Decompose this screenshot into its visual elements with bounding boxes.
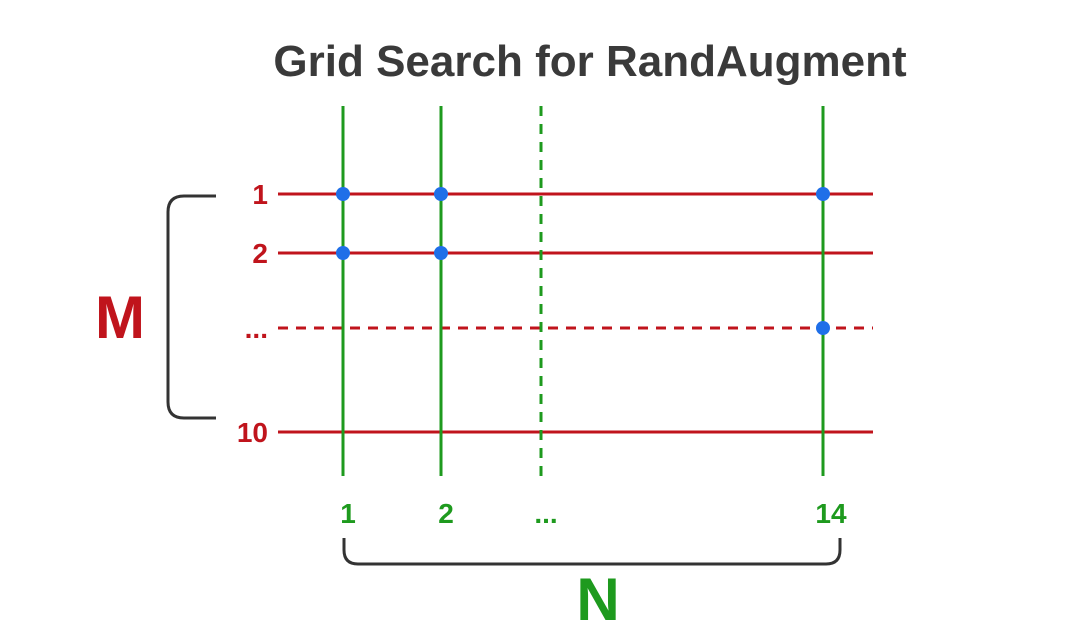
diagram-title: Grid Search for RandAugment xyxy=(273,37,907,86)
n-tick-labels: 1 2... 14 xyxy=(340,498,847,529)
grid-point xyxy=(816,321,830,335)
n-bracket xyxy=(342,538,842,566)
m-tick-label: 1 xyxy=(252,179,268,210)
grid-point xyxy=(816,187,830,201)
m-tick-label: ... xyxy=(245,313,268,344)
grid-point xyxy=(336,246,350,260)
grid-point xyxy=(434,246,448,260)
n-grid-lines xyxy=(341,106,825,476)
m-tick-label: 10 xyxy=(237,417,268,448)
m-bracket xyxy=(166,194,216,420)
n-tick-label: 2 xyxy=(438,498,454,529)
n-tick-label: ... xyxy=(534,498,557,529)
m-tick-labels: 1 2... 10 xyxy=(237,179,268,448)
grid-point xyxy=(336,187,350,201)
n-tick-label: 14 xyxy=(815,498,847,529)
grid-point xyxy=(434,187,448,201)
n-axis-letter: N xyxy=(576,566,619,633)
m-grid-lines xyxy=(278,192,873,434)
grid-points xyxy=(336,187,830,335)
n-tick-label: 1 xyxy=(340,498,356,529)
m-axis-letter: M xyxy=(95,284,145,351)
m-tick-label: 2 xyxy=(252,238,268,269)
